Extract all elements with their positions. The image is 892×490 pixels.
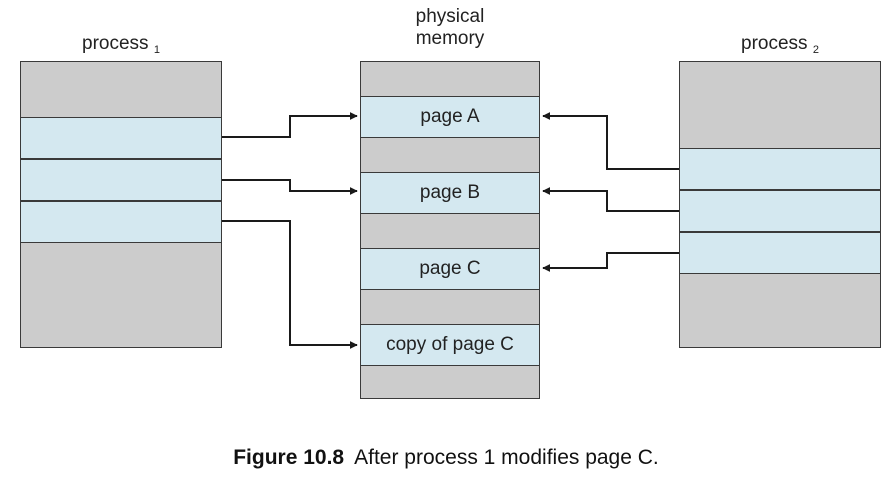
process2-label: process 2: [679, 33, 881, 61]
process1-block: [20, 61, 222, 348]
memory-copy-page-c: copy of page C: [361, 324, 539, 366]
memory-page-c-label: page C: [419, 258, 481, 279]
process2-block: [679, 61, 881, 348]
arrow-p2-to-page-a: [542, 112, 679, 170]
physical-memory-label-line2: memory: [415, 28, 485, 49]
figure-caption: Figure 10.8 After process 1 modifies page…: [0, 446, 892, 470]
process1-page-entry-c: [21, 201, 221, 243]
arrow-p1-to-page-a: [222, 112, 358, 138]
process1-label: process 1: [20, 33, 222, 61]
process2-page-entry-b: [680, 190, 880, 232]
figure-number: Figure 10.8: [233, 446, 345, 469]
physical-memory-block: page A page B page C copy of page C: [360, 61, 540, 399]
process1-label-text: process: [82, 33, 149, 54]
process2-label-text: process: [741, 33, 808, 54]
arrow-p2-to-page-b: [542, 187, 679, 212]
physical-memory-label-line1: physical: [415, 6, 485, 27]
physical-memory-label: physical memory: [360, 6, 540, 50]
arrow-p2-to-page-c: [542, 252, 679, 272]
arrow-p1-to-page-b: [222, 179, 358, 195]
process1-page-entry-b: [21, 159, 221, 201]
memory-page-a: page A: [361, 96, 539, 138]
memory-page-b: page B: [361, 172, 539, 214]
memory-page-b-label: page B: [419, 182, 481, 203]
figure-caption-text: After process 1 modifies page C.: [354, 446, 659, 469]
memory-page-c: page C: [361, 248, 539, 290]
process1-page-entry-a: [21, 117, 221, 159]
process1-label-subscript: 1: [153, 44, 160, 56]
process2-page-entry-a: [680, 148, 880, 190]
process2-page-entry-c: [680, 232, 880, 274]
process2-label-subscript: 2: [812, 44, 819, 56]
memory-page-a-label: page A: [420, 106, 480, 127]
memory-copy-page-c-label: copy of page C: [386, 334, 514, 355]
arrow-p1-to-copy-page-c: [222, 220, 358, 349]
